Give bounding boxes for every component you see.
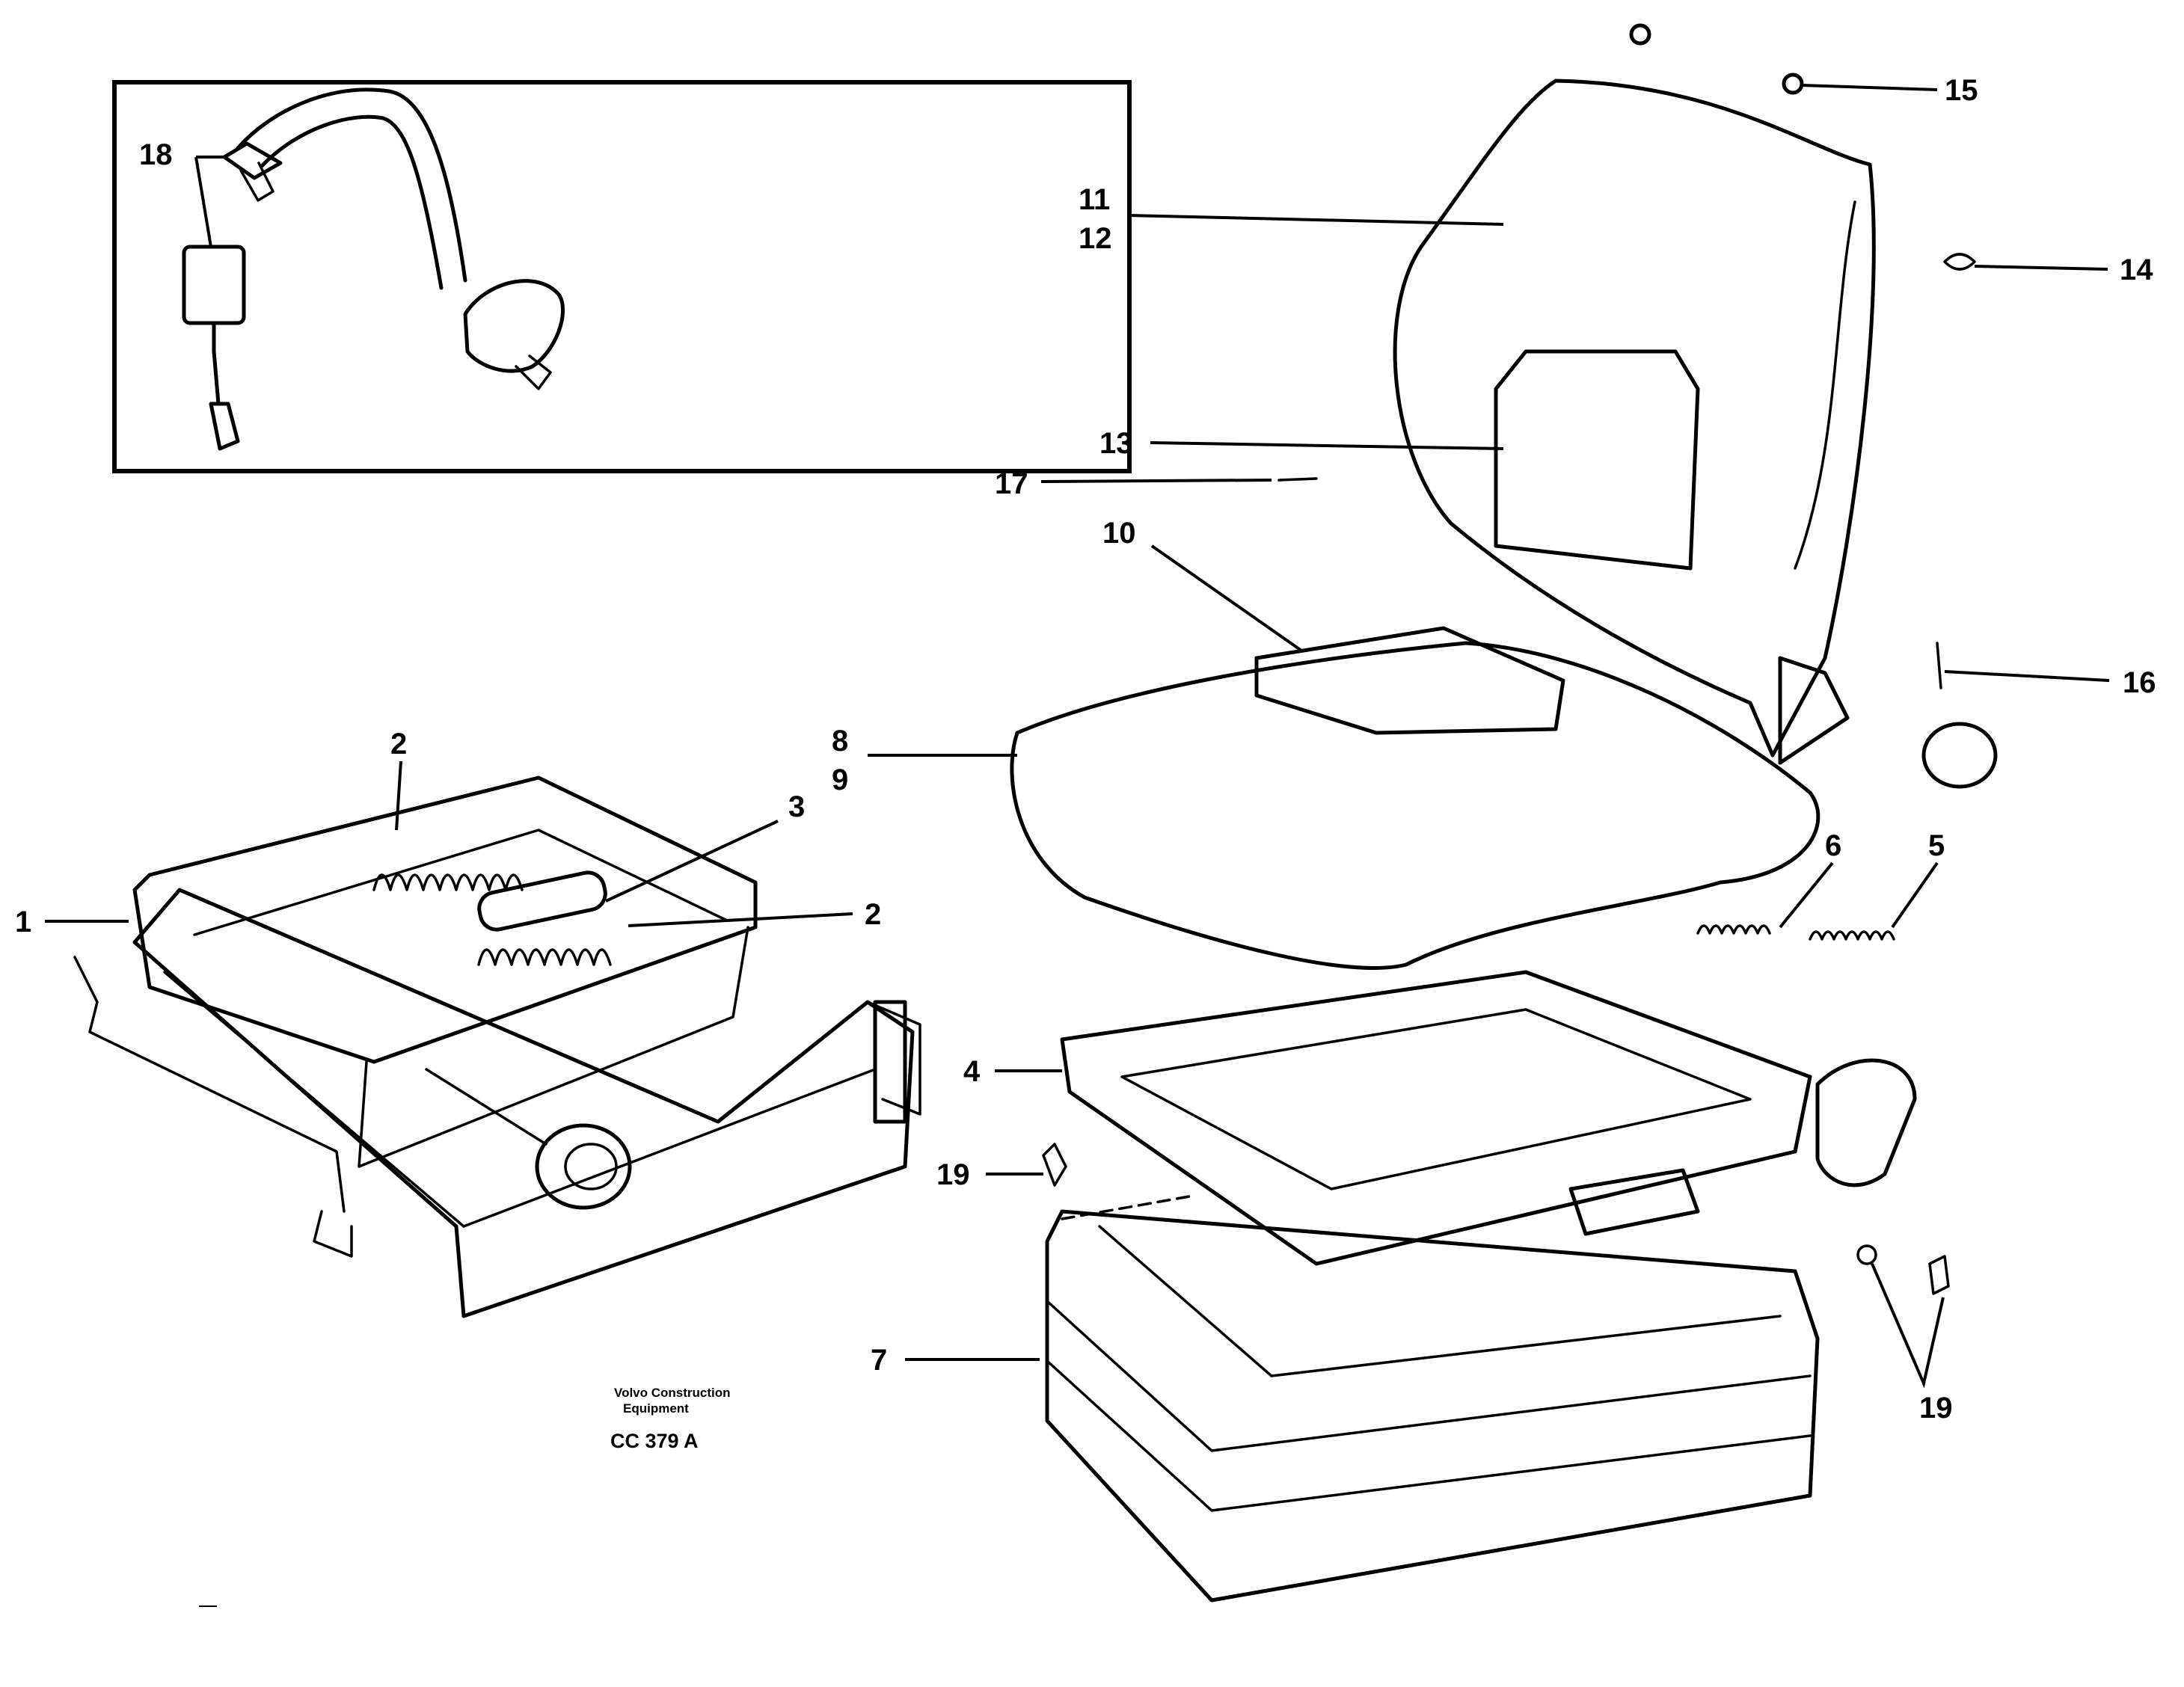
- drawing-code: CC 379 A: [610, 1430, 699, 1452]
- suspension-mechanism: [73, 775, 921, 1318]
- callout-17: 17: [995, 467, 1028, 500]
- callout-1: 1: [15, 906, 31, 938]
- leader-10: [1150, 544, 1303, 652]
- callout-2b: 2: [865, 898, 881, 931]
- bellows-fold-1: [1046, 1300, 1812, 1452]
- callout-16: 16: [2123, 666, 2156, 699]
- tension-spring-5: [1809, 930, 1895, 941]
- callout-labels: 1 2 2 3 4 5 6 7 8 9 10 11 12 13 14 15 16…: [15, 74, 2156, 1425]
- bellows-clip-right-a: [1856, 1244, 1877, 1265]
- callout-6: 6: [1825, 829, 1841, 862]
- recline-ratchet: [1778, 656, 1850, 765]
- side-cover: [1815, 1058, 1917, 1187]
- leader-2a: [395, 760, 402, 831]
- leader-2b: [628, 912, 853, 927]
- brand-line-1: Volvo Construction: [614, 1386, 731, 1400]
- leader-16: [1944, 670, 2110, 682]
- belt-tongue: [222, 141, 283, 180]
- tension-spring-6: [1696, 924, 1771, 935]
- callout-19b: 19: [1919, 1392, 1953, 1425]
- knob-face: [564, 1143, 618, 1190]
- bellows-clip-right-b: [1928, 1255, 1950, 1295]
- callout-11: 11: [1079, 183, 1110, 216]
- callout-10: 10: [1102, 517, 1136, 550]
- top-fastener-left: [1629, 23, 1651, 46]
- bellows-dashed-edge: [1061, 1195, 1191, 1220]
- recline-knob: [1921, 722, 1998, 789]
- top-fastener-right: [1782, 73, 1804, 95]
- bellows-fold-2: [1046, 1359, 1812, 1512]
- leader-15: [1801, 84, 1938, 91]
- callout-3: 3: [788, 790, 805, 823]
- leader-3: [605, 820, 779, 903]
- spring-upper: [372, 873, 524, 891]
- callout-4: 4: [963, 1055, 981, 1088]
- seat-slide-frame: [1060, 970, 1812, 1266]
- callout-2a: 2: [390, 728, 407, 760]
- callout-9: 9: [832, 763, 848, 796]
- seat-belt: [182, 87, 565, 451]
- belt-strap-upper: [236, 87, 467, 283]
- belt-tongue-slot: [239, 162, 274, 202]
- callout-13: 13: [1099, 427, 1133, 460]
- knob-shaft: [425, 1068, 547, 1146]
- leader-18: [194, 156, 228, 248]
- front-slide-rail: [73, 956, 346, 1213]
- leader-11: [1129, 214, 1504, 226]
- retractor-anchor: [515, 354, 552, 390]
- leader-19b: [1871, 1263, 1945, 1389]
- callout-12: 12: [1079, 222, 1112, 255]
- clip: [1943, 253, 1976, 271]
- callout-8: 8: [832, 725, 848, 758]
- callout-19a: 19: [936, 1158, 970, 1191]
- base-frame: [132, 888, 915, 1318]
- spring-lower: [477, 948, 612, 966]
- lumbar-support-pad: [1494, 349, 1700, 571]
- leader-17: [1040, 479, 1272, 483]
- rail-bracket: [313, 1210, 353, 1258]
- recline-pin: [1936, 642, 1942, 689]
- brand-line-2: Equipment: [623, 1401, 689, 1416]
- callout-5: 5: [1928, 829, 1945, 862]
- slide-frame-inner: [1120, 1008, 1752, 1190]
- bolt: [1277, 477, 1318, 482]
- callout-14: 14: [2120, 253, 2153, 286]
- callout-18: 18: [139, 138, 173, 171]
- bellows: [1045, 1209, 1820, 1603]
- buckle-stalk: [212, 321, 221, 406]
- seat-assembly: [1010, 23, 1998, 1603]
- rear-rail-bracket: [866, 1001, 921, 1116]
- drawing-caption: Volvo Construction Equipment CC 379 A: [610, 1386, 731, 1452]
- seat-cushion: [1010, 641, 1820, 970]
- upper-frame-crossbar: [193, 829, 727, 936]
- callout-15: 15: [1945, 74, 1978, 107]
- buckle-anchor-plate: [209, 402, 240, 451]
- belt-strap-lower: [260, 114, 444, 290]
- backrest: [1393, 79, 1876, 758]
- scissor-arm: [358, 926, 749, 1168]
- leader-14: [1974, 265, 2108, 271]
- side-post: [873, 1000, 907, 1124]
- leader-13: [1150, 441, 1504, 450]
- leader-5: [1891, 861, 1939, 929]
- bellows-top-rim: [1098, 1225, 1782, 1377]
- shock-absorber: [477, 870, 607, 932]
- base-frame-inner-rail: [163, 971, 877, 1228]
- backrest-side-contour: [1794, 200, 1856, 570]
- seat-cushion-cover: [1254, 626, 1565, 735]
- belt-buckle: [182, 245, 246, 325]
- inset-frame: [112, 80, 1132, 473]
- belt-retractor: [463, 279, 565, 373]
- upper-frame: [132, 775, 758, 1064]
- leader-6: [1779, 861, 1834, 929]
- suspension-adjust-knob: [535, 1123, 632, 1210]
- leader-lines: [45, 84, 2110, 1389]
- slide-handle: [1568, 1168, 1700, 1236]
- seat-belt-inset: [112, 80, 1132, 473]
- bellows-clip-left: [1042, 1143, 1067, 1187]
- callout-7: 7: [871, 1344, 887, 1377]
